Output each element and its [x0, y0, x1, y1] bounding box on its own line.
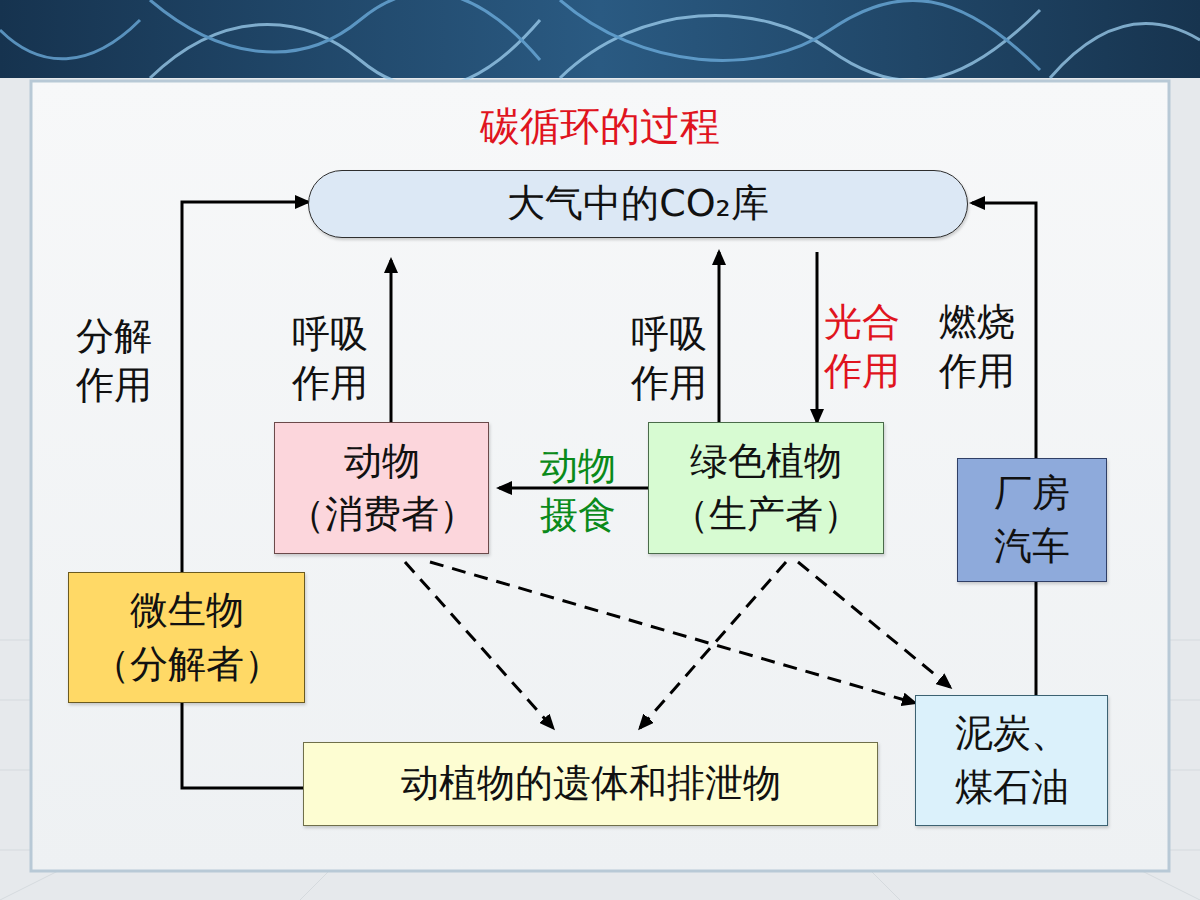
dashed-flow-arrow	[640, 562, 786, 728]
node-label: 微生物 （分解者）	[71, 584, 303, 690]
edge-label: 光合 作用	[824, 298, 914, 397]
flow-line	[1035, 582, 1038, 695]
edge-label: 分解 作用	[76, 312, 166, 411]
producer-box: 绿色植物 （生产者）	[648, 422, 884, 554]
node-label: 大气中的CO₂库	[507, 177, 769, 230]
dashed-flow-arrow	[798, 562, 950, 687]
edge-label: 动物 摄食	[540, 442, 630, 541]
header-banner	[0, 0, 1200, 78]
emission-source-box: 厂房 汽车	[957, 458, 1107, 582]
dashed-flow-arrow	[405, 562, 553, 728]
flow-arrow	[390, 260, 393, 422]
fossil-fuel-box: 泥炭、 煤石油	[915, 695, 1108, 826]
node-label: 泥炭、 煤石油	[947, 707, 1077, 813]
atmosphere-pool: 大气中的CO₂库	[308, 170, 968, 238]
flow-line	[182, 703, 303, 788]
edge-label: 呼吸 作用	[292, 310, 382, 409]
flow-arrow	[718, 252, 721, 422]
consumer-box: 动物 （消费者）	[274, 422, 489, 554]
node-label: 绿色植物 （生产者）	[650, 435, 882, 541]
node-label: 动植物的遗体和排泄物	[401, 757, 781, 810]
remains-box: 动植物的遗体和排泄物	[303, 742, 878, 826]
connector-group	[182, 202, 1036, 788]
flow-arrow	[816, 252, 819, 422]
edge-label: 燃烧 作用	[939, 298, 1029, 397]
edge-label: 呼吸 作用	[631, 310, 721, 409]
content-panel	[31, 81, 1169, 871]
dashed-flow-arrow	[430, 562, 915, 703]
diagram-title: 碳循环的过程	[0, 100, 1200, 152]
node-label: 厂房 汽车	[987, 467, 1077, 573]
dna-strands	[0, 0, 1200, 88]
decomposer-box: 微生物 （分解者）	[68, 572, 305, 703]
node-label: 动物 （消费者）	[276, 435, 488, 541]
